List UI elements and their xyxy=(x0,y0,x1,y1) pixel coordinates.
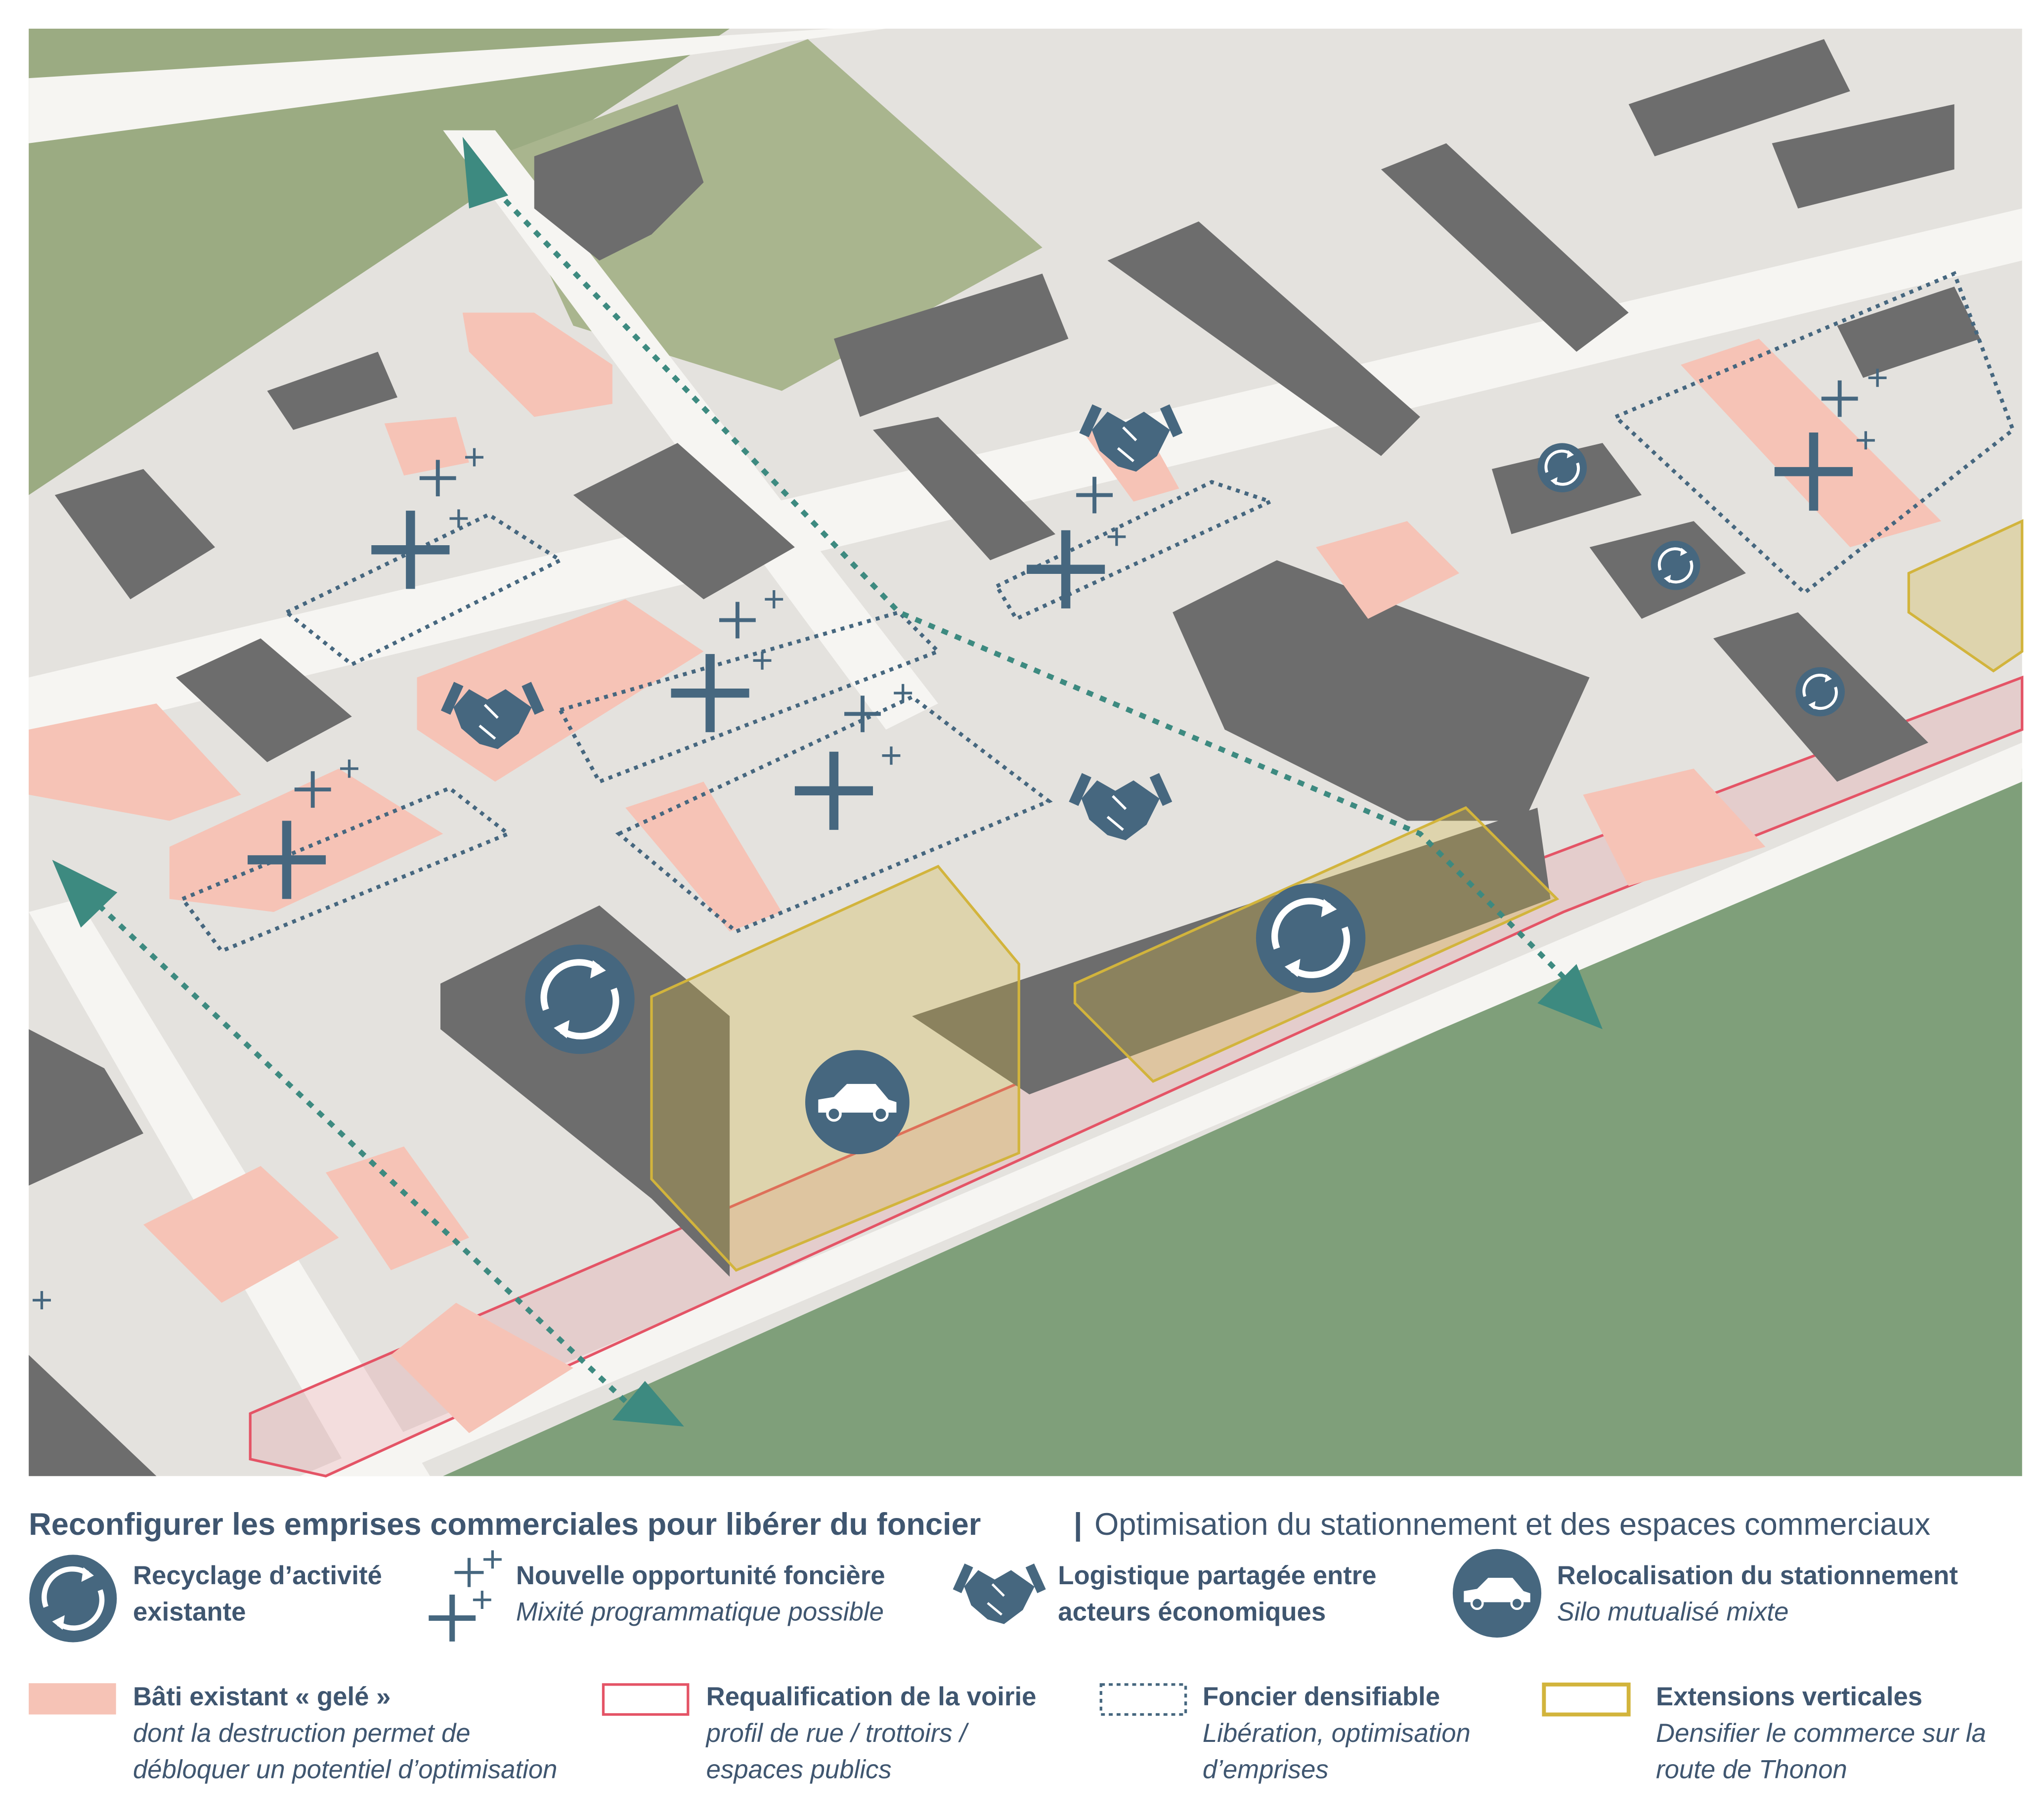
arrow-head-icon xyxy=(1537,964,1603,1030)
recycle-icon xyxy=(29,1555,117,1642)
densify-swatch xyxy=(1099,1683,1187,1716)
legend-title: Reconfigurer les emprises commerciales p… xyxy=(29,1507,981,1542)
plus-legend-icon xyxy=(429,1550,502,1641)
legend-logistics-label-2: acteurs économiques xyxy=(1058,1598,1326,1627)
recycle-icon xyxy=(1651,541,1700,590)
legend-opportunity-label: Nouvelle opportunité foncière xyxy=(516,1561,885,1590)
road-cross xyxy=(443,130,938,730)
road-swatch xyxy=(602,1683,690,1716)
legend-densify-label: Foncier densifiable xyxy=(1203,1682,1440,1711)
legend-frozen-desc-2: débloquer un potentiel d’optimisation xyxy=(133,1755,558,1784)
arrow-head-icon xyxy=(462,136,509,209)
car-icon xyxy=(1452,1549,1542,1638)
handshake-icon xyxy=(957,1565,1042,1624)
legend-densify-desc: Libération, optimisation xyxy=(1203,1719,1471,1748)
legend-vertical-desc-2: route de Thonon xyxy=(1656,1755,1847,1784)
road-residential xyxy=(29,28,886,143)
vertical-swatch xyxy=(1542,1682,1631,1717)
legend-recycle-label: Recyclage d’activité xyxy=(133,1561,382,1590)
buildings-existing xyxy=(29,39,1981,1476)
flow-arrows xyxy=(76,167,1579,1416)
map xyxy=(29,28,2024,1477)
legend-densify-desc-2: d’emprises xyxy=(1203,1755,1329,1784)
legend-road-desc-2: espaces publics xyxy=(706,1755,892,1784)
legend-vertical-desc: Densifier le commerce sur la xyxy=(1656,1719,1986,1748)
frozen-swatch xyxy=(29,1683,116,1715)
recycle-icon xyxy=(1795,667,1845,717)
legend-parking-desc: Silo mutualisé mixte xyxy=(1557,1598,1789,1627)
recycle-icon xyxy=(525,945,634,1054)
legend-frozen-label: Bâti existant « gelé » xyxy=(133,1682,391,1711)
recycle-icon xyxy=(1256,883,1365,993)
legend-logistics-label: Logistique partagée entre xyxy=(1058,1561,1376,1590)
recycle-icon xyxy=(1537,443,1587,492)
legend-frozen-desc: dont la destruction permet de xyxy=(133,1719,471,1748)
car-icon xyxy=(805,1050,910,1155)
legend-parking-label: Relocalisation du stationnement xyxy=(1557,1561,1958,1590)
legend-road-label: Requalification de la voirie xyxy=(706,1682,1037,1711)
title-separator: | xyxy=(1074,1507,1083,1542)
arrow-head-icon xyxy=(52,860,118,928)
arrow-head-icon xyxy=(612,1381,684,1427)
legend-road-desc: profil de rue / trottoirs / xyxy=(705,1719,970,1748)
legend-subtitle: Optimisation du stationnement et des esp… xyxy=(1094,1507,1930,1542)
road-upper xyxy=(29,208,2022,743)
legend-recycle-label-2: existante xyxy=(133,1598,246,1627)
legend-vertical-label: Extensions verticales xyxy=(1656,1682,1922,1711)
legend: Reconfigurer les emprises commerciales p… xyxy=(29,1507,1986,1784)
legend-opportunity-desc: Mixité programmatique possible xyxy=(516,1598,884,1627)
arrow-heads xyxy=(52,136,1603,1427)
